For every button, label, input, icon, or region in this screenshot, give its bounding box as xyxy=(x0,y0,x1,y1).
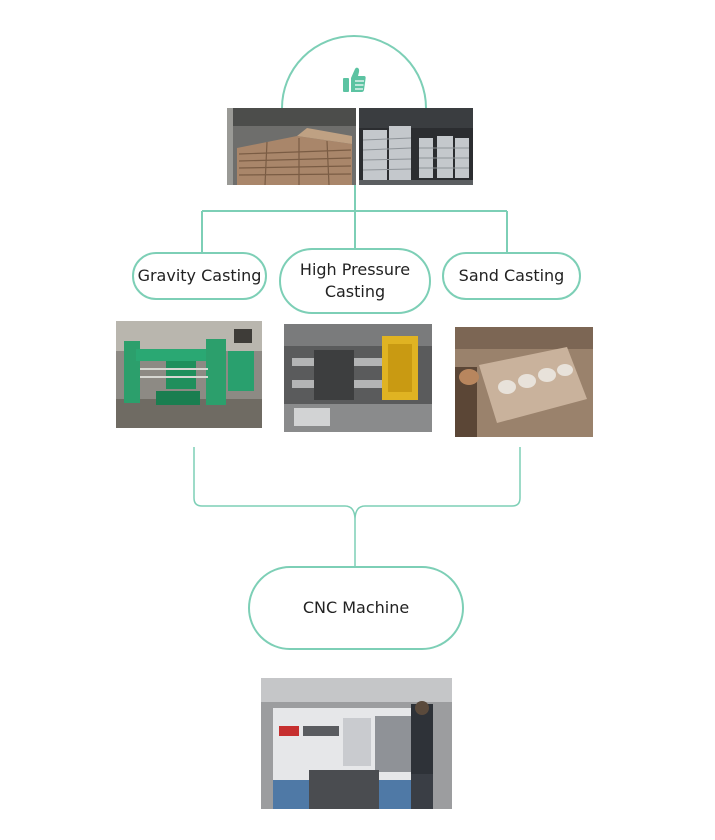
sand-casting-mold-photo xyxy=(455,327,593,437)
cnc-machine-label: CNC Machine xyxy=(302,598,410,617)
aluminum-ingot-warehouse-photo xyxy=(359,108,473,185)
thumbs-up-icon xyxy=(340,65,368,95)
sand-casting-label: Sand Casting xyxy=(458,266,565,285)
high-pressure-casting-node: High Pressure Casting xyxy=(279,248,431,314)
gravity-casting-machine-photo xyxy=(116,321,262,428)
cnc-machine-node: CNC Machine xyxy=(248,566,464,650)
gravity-casting-label: Gravity Casting xyxy=(137,266,262,285)
sand-casting-node: Sand Casting xyxy=(442,252,581,300)
cnc-lathe-photo xyxy=(261,678,452,809)
gravity-casting-node: Gravity Casting xyxy=(132,252,267,300)
high-pressure-casting-label: High Pressure Casting xyxy=(299,260,411,301)
high-pressure-die-casting-machine-photo xyxy=(284,324,432,432)
merge-brace xyxy=(193,447,521,566)
aluminum-ingot-stacks-photo xyxy=(227,108,356,185)
top-arc xyxy=(281,35,427,109)
